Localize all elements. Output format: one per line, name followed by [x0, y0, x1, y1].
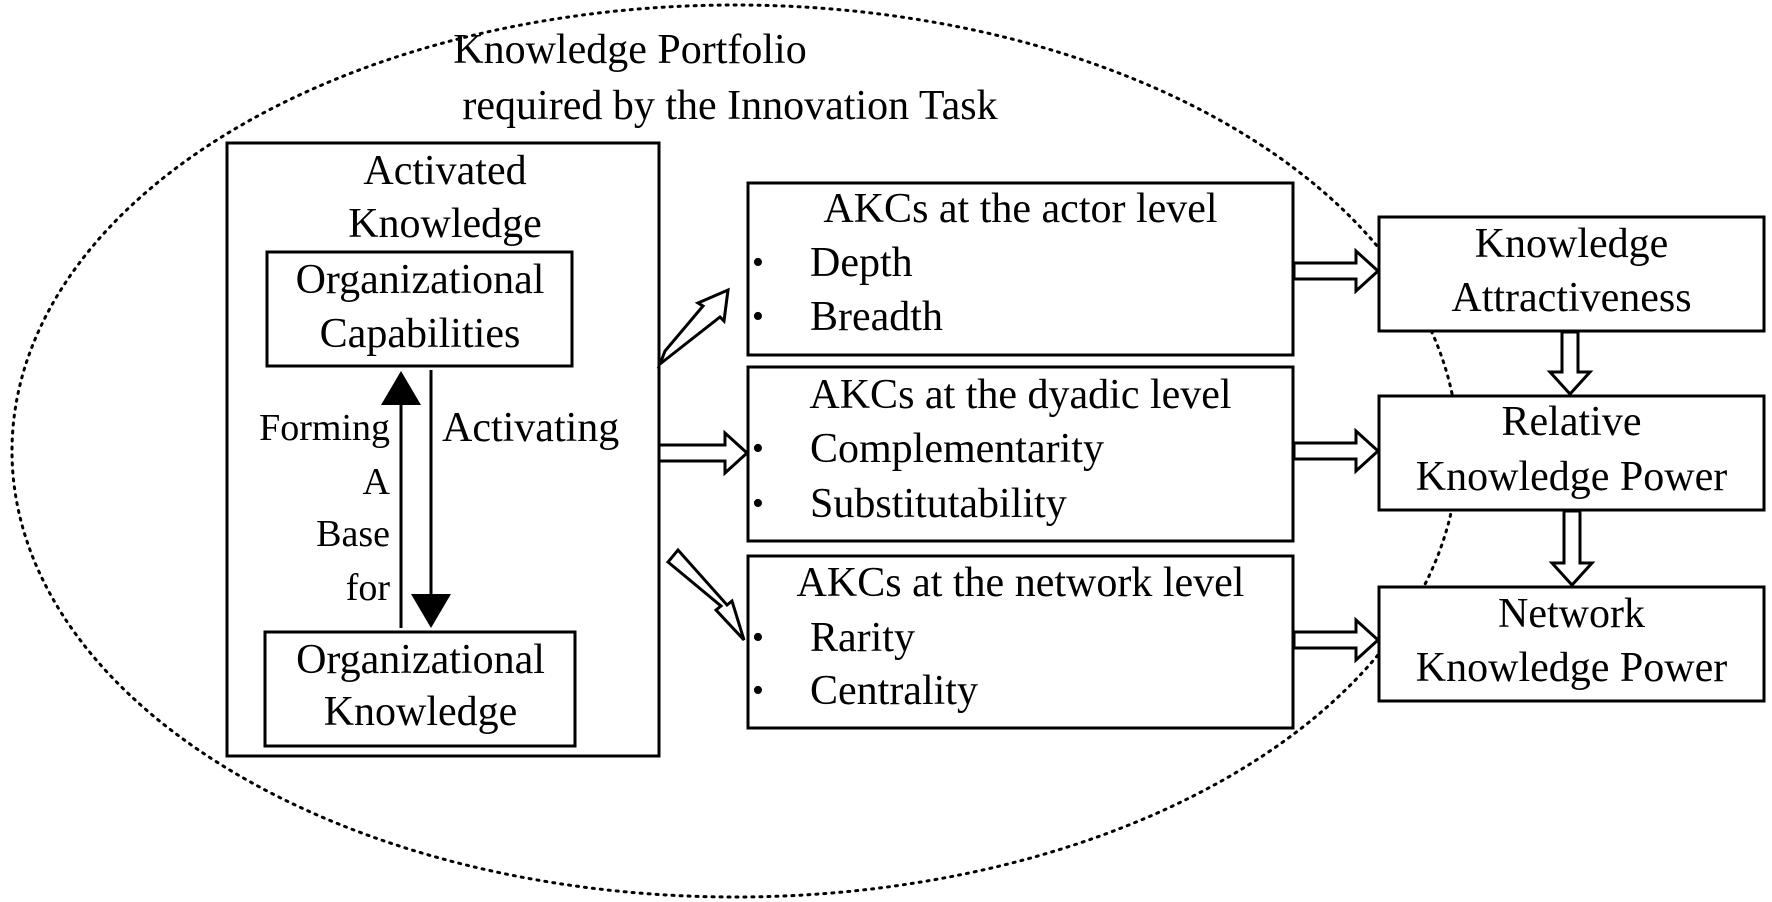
- org-knowledge-box: [263, 630, 577, 748]
- akc-dyadic-item: Substitutability: [752, 478, 1067, 530]
- org-knowledge-line1: Organizational: [296, 637, 545, 683]
- network-power-line2: Knowledge Power: [1415, 645, 1728, 691]
- forming-arrow-head: [381, 371, 421, 405]
- forming-word: Base: [316, 513, 390, 555]
- arrow-to-actor: [656, 287, 730, 369]
- forming-word: A: [362, 461, 390, 503]
- akc-network-title: AKCs at the network level: [796, 560, 1245, 606]
- akc-dyadic-item: Complementarity: [752, 423, 1104, 475]
- relative-power-line1: Relative: [1501, 399, 1642, 445]
- network-power-box: [1377, 585, 1766, 703]
- activating-arrow-head: [411, 594, 451, 628]
- relative-power-line2: Knowledge Power: [1415, 454, 1728, 500]
- capabilities-line1: Organizational: [295, 257, 545, 303]
- arrow-to-network: [665, 547, 746, 642]
- akc-actor-item: Depth: [752, 237, 912, 289]
- org-knowledge-line2: Knowledge: [323, 689, 518, 735]
- akc-actor-title: AKCs at the actor level: [823, 186, 1218, 232]
- portfolio-title-line2: required by the Innovation Task: [462, 83, 998, 129]
- relative-power-box: [1377, 394, 1766, 512]
- akc-network-item: Rarity: [752, 612, 915, 664]
- arrow-network-to-network-power: [1292, 616, 1381, 664]
- arrow-to-dyadic: [657, 429, 750, 477]
- portfolio-title-line1: Knowledge Portfolio: [453, 27, 807, 73]
- capabilities-line2: Capabilities: [319, 311, 521, 357]
- attractiveness-line2: Attractiveness: [1451, 275, 1692, 321]
- attractiveness-box: [1377, 215, 1766, 333]
- akc-dyadic-title: AKCs at the dyadic level: [809, 372, 1232, 418]
- arrow-attractiveness-to-relative: [1546, 330, 1594, 397]
- forming-word: for: [345, 567, 390, 609]
- attractiveness-line1: Knowledge: [1474, 221, 1669, 267]
- activated-title-line1: Activated: [363, 148, 527, 194]
- arrow-relative-to-network: [1548, 509, 1596, 588]
- akc-actor-item: Breadth: [752, 291, 943, 343]
- forming-word: Forming: [259, 407, 390, 449]
- arrow-dyadic-to-relative: [1292, 427, 1381, 475]
- capabilities-box: [265, 250, 574, 368]
- activated-title-line2: Knowledge: [348, 201, 542, 247]
- akc-network-item: Centrality: [752, 665, 978, 717]
- activating-label: Activating: [442, 405, 620, 451]
- arrow-actor-to-attractiveness: [1292, 247, 1381, 295]
- network-power-line1: Network: [1498, 591, 1645, 637]
